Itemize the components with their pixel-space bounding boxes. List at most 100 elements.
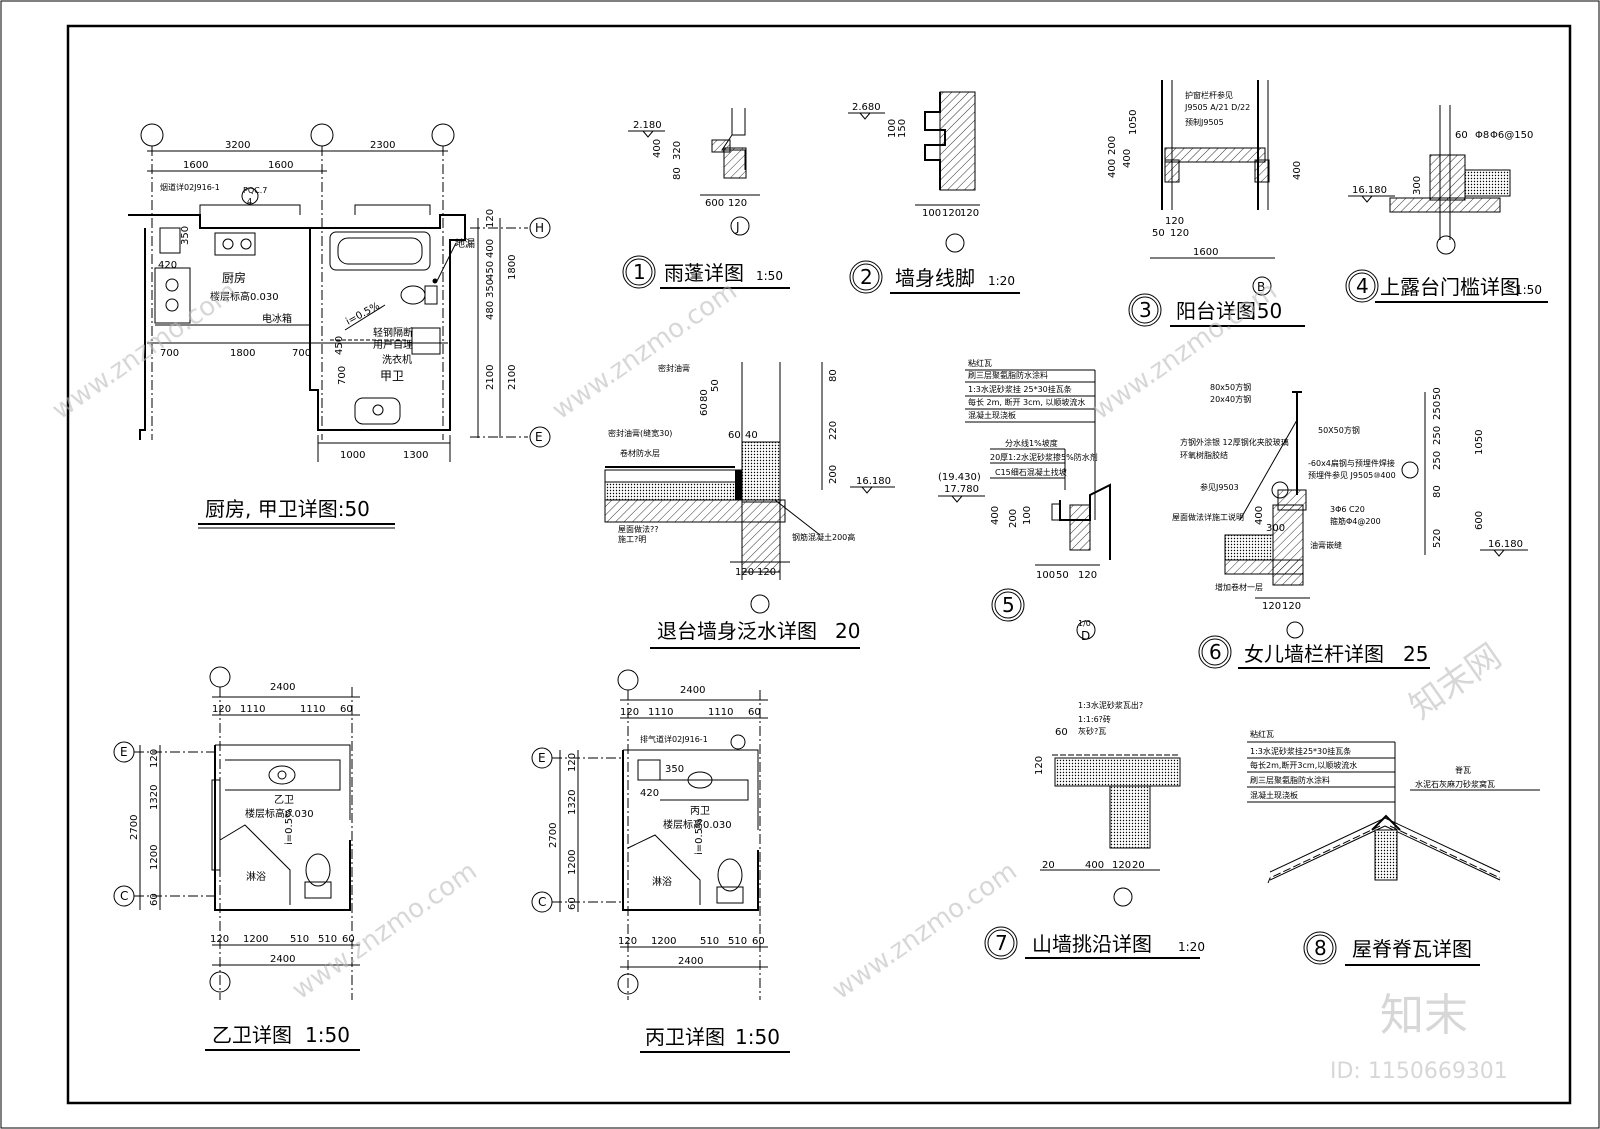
dim: 1200	[243, 934, 268, 945]
dim: 510	[318, 934, 337, 945]
axis-label: 1/0	[1078, 619, 1091, 628]
dim: 1110	[240, 704, 265, 715]
note: 灰砂?瓦	[1078, 726, 1106, 736]
dim: 400	[1292, 161, 1303, 180]
dim: 400	[1122, 149, 1133, 168]
detail-num: 6	[1209, 640, 1222, 664]
note: 油膏嵌缝	[1310, 540, 1342, 550]
watermark-id: ID: 1150669301	[1330, 1059, 1508, 1084]
note: 混凝土现浇板	[968, 410, 1016, 420]
note: 80x50方钢	[1210, 382, 1251, 392]
note: 护窗栏杆参见	[1185, 90, 1233, 100]
detail-num: 2	[860, 265, 873, 289]
note: 混凝土现浇板	[1250, 790, 1298, 800]
axis-label: C	[538, 895, 546, 909]
dim: 1200	[149, 845, 160, 870]
drawing-scale: 1:50	[305, 1023, 350, 1047]
ref-code: PQC.7	[243, 186, 267, 195]
detail-title: 屋脊脊瓦详图	[1352, 937, 1472, 961]
dim: 1200	[651, 936, 676, 947]
dim: 400	[990, 506, 1001, 525]
dim: 400	[1085, 860, 1104, 871]
drawing-title: 厨房, 甲卫详图:50	[205, 497, 370, 521]
detail-3-balcony: 护窗栏杆参见 J9505 A/21 D/22 预制J9505 1050 200 …	[1107, 80, 1305, 327]
dim: 3200	[225, 140, 250, 151]
note: 3Φ6 C20	[1330, 505, 1365, 514]
detail-7-gable-eave: 1:3水泥砂浆瓦出? 1:1:6?砖 灰砂?瓦 60 120 20 400 12…	[984, 700, 1205, 960]
detail-title: 雨蓬详图	[664, 261, 744, 285]
dim: 60	[149, 893, 160, 906]
dim: 400	[1107, 159, 1118, 178]
dim: 510	[728, 936, 747, 947]
level: 2.680	[852, 102, 881, 113]
dim: 60	[728, 430, 741, 441]
dim: 1800	[230, 348, 255, 359]
dim: 120	[1034, 756, 1045, 775]
note: 粘红瓦	[968, 358, 992, 368]
dim: 120	[960, 208, 979, 219]
detail-num: 5	[1002, 593, 1015, 617]
dim: 420	[640, 788, 659, 799]
dim: 1000	[340, 450, 365, 461]
kitchen-bath-a-plan: 3200 2300 1600 1600 烟道详02J916-1 PQC.7 4 …	[128, 123, 551, 529]
level: 2.180	[633, 120, 662, 131]
dim: 60	[567, 897, 578, 910]
dim: 1600	[183, 160, 208, 171]
detail-scale: 1:20	[1178, 940, 1205, 954]
axis-label: B	[1257, 280, 1265, 294]
dim: 450	[485, 261, 496, 280]
dim: 2400	[680, 685, 705, 696]
dim: 20	[1042, 860, 1055, 871]
axis-label: C	[120, 889, 128, 903]
detail-1-canopy: 2.180 400 320 80 600 120 J 1 雨蓬详图 1:50	[622, 108, 790, 289]
dim: 20	[1132, 860, 1145, 871]
dim: 350	[665, 764, 684, 775]
dim: 50	[1432, 387, 1443, 400]
dim: 60	[1455, 130, 1468, 141]
bath-c-plan: 2400 120 1110 1110 60 排气道详02J916-1 350 4…	[531, 669, 790, 1053]
note: 方钢外涂银 12厚钢化夹胶玻璃	[1180, 437, 1289, 447]
dim: 60	[748, 707, 761, 718]
note: 钢筋混凝土200高	[792, 532, 855, 542]
note: 20x40方钢	[1210, 394, 1251, 404]
note: 屋面做法??	[618, 524, 659, 534]
detail-num: 8	[1314, 936, 1327, 960]
user-choice-label: 用户自理	[373, 338, 413, 351]
detail-num: 7	[995, 931, 1008, 955]
level: 16.180	[1352, 185, 1387, 196]
drawing-title: 丙卫详图	[645, 1025, 725, 1049]
dim: Φ8	[1475, 130, 1489, 141]
dim: 150	[897, 119, 908, 138]
note: 预制J9505	[1185, 117, 1224, 127]
dim: 60	[699, 403, 710, 416]
note: 粘红瓦	[1250, 729, 1274, 739]
axis-label: E	[535, 430, 543, 444]
dim: 1320	[567, 790, 578, 815]
dim: 60	[752, 936, 765, 947]
dim: 200	[1008, 509, 1019, 528]
dim: 2300	[370, 140, 395, 151]
dim: 2100	[485, 365, 496, 390]
detail-scale: :50	[1250, 299, 1282, 323]
note: 1:1:6?砖	[1078, 714, 1111, 724]
dim: 2400	[270, 954, 295, 965]
slope-label: i=0.5%	[694, 818, 705, 855]
dim: 1110	[708, 707, 733, 718]
detail-8-ridge-tile: 粘红瓦 1:3水泥砂浆挂25*30挂瓦条 每长2m,断开3cm,以顺坡流水 刷三…	[1247, 729, 1540, 966]
dim: 480	[485, 301, 496, 320]
dim: Φ6@150	[1490, 130, 1533, 141]
detail-scale: 1:50	[756, 269, 783, 283]
dim: 120	[1078, 570, 1097, 581]
note: 每长2m,断开3cm,以顺坡流水	[1250, 760, 1357, 770]
level-label: 楼层标高0.030	[663, 818, 732, 831]
dim: 120	[942, 208, 961, 219]
detail-wall-flashing: 密封油膏 密封油膏(缝宽30) 卷材防水层 屋面做法?? 施工?明 钢筋混凝土2…	[604, 362, 895, 649]
watermark: www.znzmo.com www.znzmo.com www.znzmo.co…	[47, 276, 1509, 1084]
dim: 40	[745, 430, 758, 441]
level: 16.180	[856, 476, 891, 487]
dim: 50	[710, 379, 721, 392]
dim: 350	[485, 279, 496, 298]
dim: 2700	[548, 823, 559, 848]
